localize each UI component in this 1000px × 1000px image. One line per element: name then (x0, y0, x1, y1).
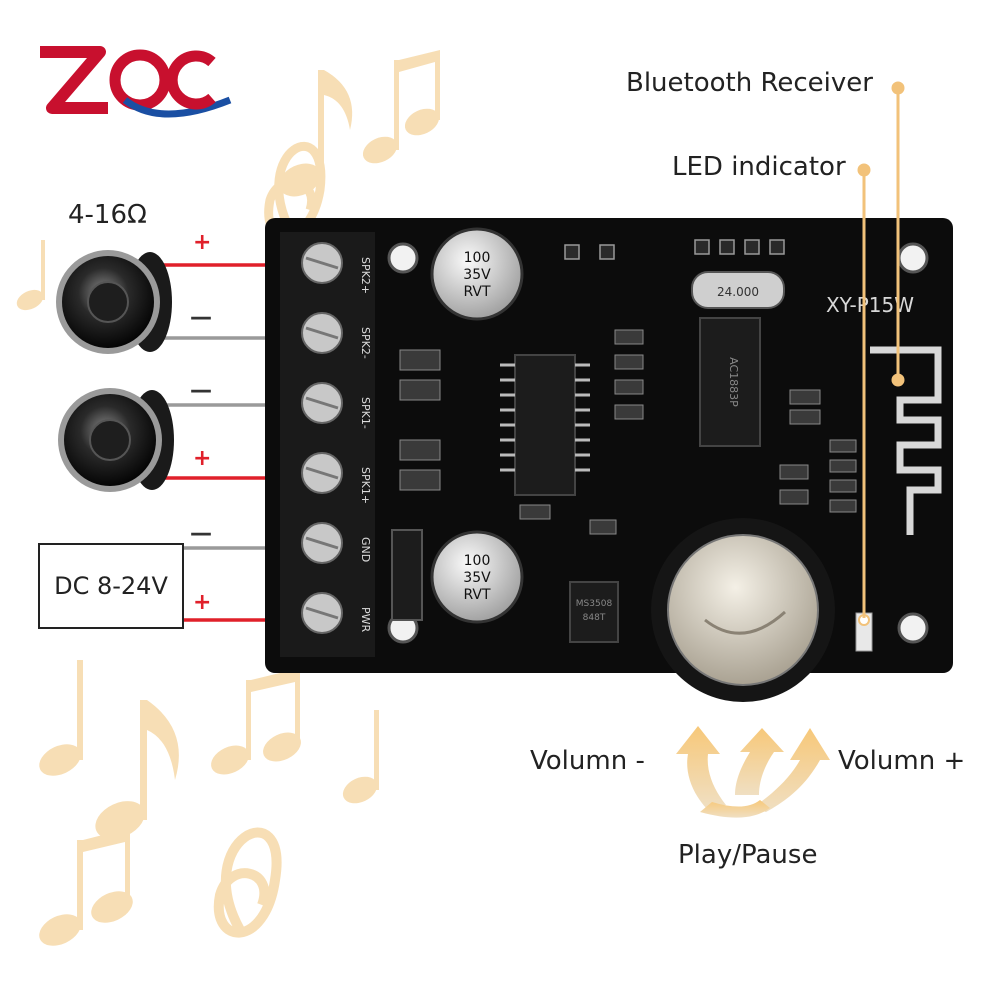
svg-text:35V: 35V (463, 267, 491, 283)
power-input-box: DC 8-24V (38, 543, 184, 629)
polarity-plus-power: + (193, 590, 212, 615)
svg-text:35V: 35V (463, 570, 491, 586)
polarity-minus-power: — (190, 521, 212, 546)
music-note-icon (342, 710, 379, 804)
music-note-icon (16, 240, 45, 311)
speaker-icon (58, 388, 174, 492)
terminal-label-spk1-plus: SPK1+ (359, 467, 372, 505)
callout-lines (857, 81, 905, 618)
bluetooth-antenna (870, 346, 942, 535)
terminal-label-spk2-plus: SPK2+ (359, 257, 372, 295)
led-indicator (855, 612, 873, 652)
led-indicator-label: LED indicator (672, 152, 846, 182)
power-input-label: DC 8-24V (54, 572, 168, 600)
volume-up-label: Volumn + (838, 746, 966, 776)
polarity-plus-spk1: + (193, 446, 212, 471)
volume-down-label: Volumn - (530, 746, 645, 776)
svg-text:24.000: 24.000 (717, 285, 759, 299)
music-notes-background (16, 50, 440, 946)
svg-text:100: 100 (464, 250, 491, 266)
screw-terminals (301, 242, 343, 634)
music-note-icon (39, 828, 133, 946)
impedance-label: 4-16Ω (68, 200, 147, 230)
svg-text:848T: 848T (583, 613, 606, 623)
brand-logo (40, 46, 232, 118)
speaker-icon (56, 250, 172, 354)
bluetooth-chip: AC1883P (699, 317, 761, 447)
svg-text:100: 100 (464, 553, 491, 569)
capacitor-bottom: 100 35V RVT (430, 530, 524, 624)
music-note-icon (362, 50, 440, 164)
music-note-icon (95, 700, 179, 839)
crystal-oscillator: 24.000 (691, 271, 785, 309)
play-pause-label: Play/Pause (678, 840, 818, 870)
svg-text:RVT: RVT (463, 587, 491, 603)
regulator-chip: MS3508 848T (569, 581, 619, 643)
polarity-minus-spk1: — (190, 378, 212, 403)
terminal-label-gnd: GND (359, 537, 372, 563)
music-note-icon (213, 827, 282, 938)
svg-text:RVT: RVT (463, 284, 491, 300)
svg-text:AC1883P: AC1883P (727, 357, 740, 407)
triple-arrow-icon (676, 726, 830, 818)
amplifier-chip (500, 354, 590, 496)
terminal-label-spk1-minus: SPK1- (359, 397, 372, 429)
svg-text:MS3508: MS3508 (576, 599, 613, 609)
volume-knob[interactable] (651, 518, 835, 702)
board-model: XY-P15W (826, 293, 914, 317)
bluetooth-receiver-label: Bluetooth Receiver (626, 68, 873, 98)
capacitor-top: 100 35V RVT (430, 227, 524, 321)
music-note-icon (211, 668, 301, 775)
amplifier-board: 100 35V RVT 100 35V RVT (265, 218, 953, 702)
polarity-minus-spk2: — (190, 305, 212, 330)
terminal-label-spk2-minus: SPK2- (359, 327, 372, 359)
music-note-icon (39, 660, 83, 776)
polarity-plus-spk2: + (193, 230, 212, 255)
terminal-label-pwr: PWR (359, 607, 372, 633)
